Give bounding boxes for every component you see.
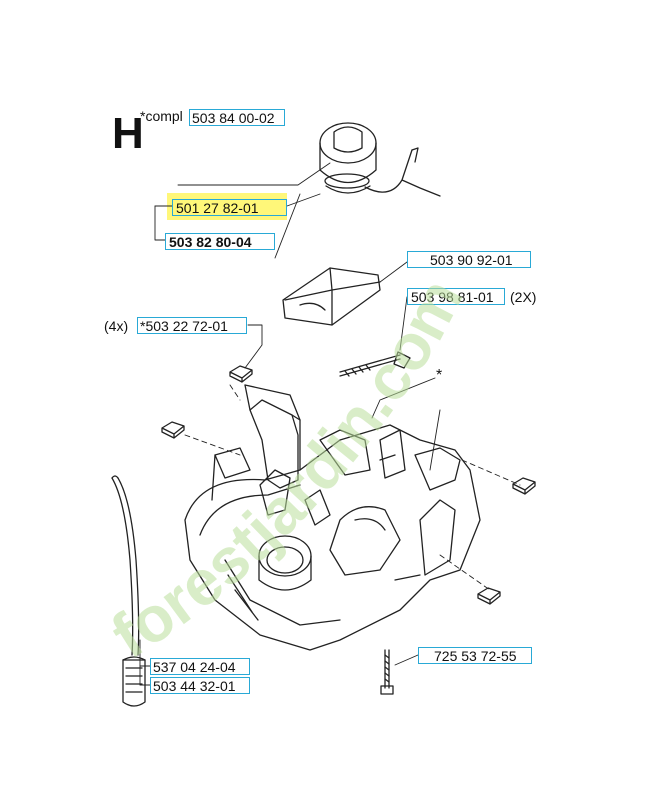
part-98-box[interactable]: 503 98 81-01 <box>407 288 505 305</box>
compl-number-box[interactable]: 503 84 00-02 <box>189 109 285 126</box>
hose-part-number: 537 04 24-04 <box>153 659 236 675</box>
bolt-drawing <box>339 351 411 377</box>
square-nuts-drawing <box>161 365 536 605</box>
damper-drawing <box>282 267 381 326</box>
part-98-number: 503 98 81-01 <box>411 289 494 305</box>
screw-drawing <box>380 649 394 695</box>
filter-part-number: 503 44 32-01 <box>153 678 236 694</box>
compl-number: 503 84 00-02 <box>192 110 275 126</box>
cap-alt-part-box[interactable]: 503 82 80-04 <box>165 233 275 250</box>
screw-part-box[interactable]: 725 53 72-55 <box>418 647 532 664</box>
part-90-box[interactable]: 503 90 92-01 <box>407 251 531 268</box>
cap-alt-part-number: 503 82 80-04 <box>169 234 252 250</box>
hose-part-box[interactable]: 537 04 24-04 <box>150 658 250 675</box>
leader-lines <box>139 162 521 686</box>
asterisk-marker: * <box>436 367 443 384</box>
cap-part-box[interactable]: 501 27 82-01 <box>172 199 287 216</box>
nut-part-number: *503 22 72-01 <box>140 318 228 334</box>
housing-drawing <box>184 384 481 651</box>
fuel-filter-drawing <box>122 656 146 707</box>
fuel-cap-drawing <box>319 122 441 197</box>
cap-part-number: 501 27 82-01 <box>176 200 259 216</box>
part-90-number: 503 90 92-01 <box>430 252 513 268</box>
filter-part-box[interactable]: 503 44 32-01 <box>150 677 250 694</box>
nut-quantity: (4x) <box>104 318 129 334</box>
section-letter: H <box>112 109 144 158</box>
part-98-quantity: (2X) <box>510 289 537 305</box>
fuel-hose-drawing <box>111 475 140 656</box>
nut-part-box[interactable]: *503 22 72-01 <box>137 317 247 334</box>
screw-part-number: 725 53 72-55 <box>434 648 517 664</box>
compl-prefix: *compl <box>140 108 183 124</box>
